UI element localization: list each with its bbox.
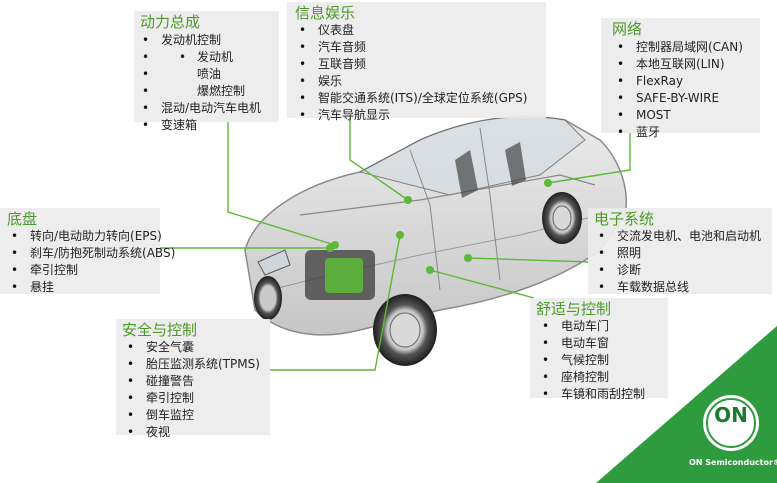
connector-lines [153,118,631,371]
logo-triangle [596,326,777,483]
list-item: 互联音频 [299,56,527,73]
list-item: 车镜和雨刮控制 [542,386,645,403]
electronics-title: 电子系统 [594,210,655,228]
list-item: 汽车导航显示 [299,107,527,124]
list-item: 安全气囊 [127,339,260,356]
network-panel: 网络 控制器局域网(CAN) 本地互联网(LIN) FlexRay SAFE-B… [601,18,760,141]
list-item: 悬挂 [11,279,175,296]
infotainment-list: 仪表盘 汽车音频 互联音频 娱乐 智能交通系统(ITS)/全球定位系统(GPS)… [299,22,527,124]
list-item: 汽车音频 [299,39,527,56]
safety-panel: 安全与控制 安全气囊 胎压监测系统(TPMS) 碰撞警告 牵引控制 倒车监控 夜… [116,319,270,441]
list-item: 刹车/防抱死制动系统(ABS) [11,245,175,262]
safety-title: 安全与控制 [122,321,198,339]
connector-dots [326,179,552,274]
rear-wheel [542,192,582,244]
chassis-panel: 底盘 转向/电动助力转向(EPS) 刹车/防抱死制动系统(ABS) 牵引控制 悬… [0,208,175,296]
logo-mark: ON [714,403,748,427]
list-item: 蓝牙 [617,124,743,141]
list-item: 智能交通系统(ITS)/全球定位系统(GPS) [299,90,527,107]
list-item: 仪表盘 [299,22,527,39]
infotainment-panel: 信息娱乐 仪表盘 汽车音频 互联音频 娱乐 智能交通系统(ITS)/全球定位系统… [287,2,546,124]
list-item: 电动车门 [542,318,645,335]
list-item: 胎压监测系统(TPMS) [127,356,260,373]
comfort-list: 电动车门 电动车窗 气候控制 座椅控制 车镜和雨刮控制 [542,318,645,403]
electronics-list: 交流发电机、电池和启动机 照明 诊断 车载数据总线 [598,228,761,296]
list-item: FlexRay [617,73,743,90]
powertrain-title: 动力总成 [140,13,201,31]
list-item: 碰撞警告 [127,373,260,390]
list-item: 混动/电动汽车电机 [142,100,261,117]
sub-list-item: 发动机 [161,49,261,66]
list-item: 发动机控制 [142,32,261,49]
network-title: 网络 [612,20,643,38]
list-item: 电动车窗 [542,335,645,352]
list-item: 夜视 [127,424,260,441]
list-item: 控制器局域网(CAN) [617,39,743,56]
list-item: 发动机 [142,49,261,66]
front-left-wheel [254,276,282,320]
list-item: SAFE-BY-WIRE [617,90,743,107]
chassis-list: 转向/电动助力转向(EPS) 刹车/防抱死制动系统(ABS) 牵引控制 悬挂 [11,228,175,296]
list-item: 照明 [598,245,761,262]
powertrain-panel: 动力总成 发动机控制 发动机 喷油 爆燃控制 混动/电动汽车电机 变速箱 [134,11,279,134]
network-list: 控制器局域网(CAN) 本地互联网(LIN) FlexRay SAFE-BY-W… [617,39,743,141]
list-item: 交流发电机、电池和启动机 [598,228,761,245]
list-item: MOST [617,107,743,124]
electronics-panel: 电子系统 交流发电机、电池和启动机 照明 诊断 车载数据总线 [588,208,772,296]
list-item: 牵引控制 [127,390,260,407]
list-item: 气候控制 [542,352,645,369]
logo-text: ON Semiconductor® [689,458,777,467]
list-item: 转向/电动助力转向(EPS) [11,228,175,245]
front-wheel [373,294,437,366]
chassis-title: 底盘 [7,210,38,228]
list-item: 座椅控制 [542,369,645,386]
powertrain-list: 发动机控制 发动机 喷油 爆燃控制 混动/电动汽车电机 变速箱 [142,32,261,134]
safety-list: 安全气囊 胎压监测系统(TPMS) 碰撞警告 牵引控制 倒车监控 夜视 [127,339,260,441]
sub-list-item: 喷油 [142,66,261,83]
list-item: 变速箱 [142,117,261,134]
sub-list-item: 爆燃控制 [142,83,261,100]
list-item: 牵引控制 [11,262,175,279]
comfort-panel: 舒适与控制 电动车门 电动车窗 气候控制 座椅控制 车镜和雨刮控制 [530,298,668,403]
list-item: 倒车监控 [127,407,260,424]
comfort-title: 舒适与控制 [536,300,612,318]
car-body [244,115,627,336]
list-item: 娱乐 [299,73,527,90]
list-item: 本地互联网(LIN) [617,56,743,73]
infotainment-title: 信息娱乐 [295,4,356,22]
list-item: 诊断 [598,262,761,279]
list-item: 车载数据总线 [598,279,761,296]
